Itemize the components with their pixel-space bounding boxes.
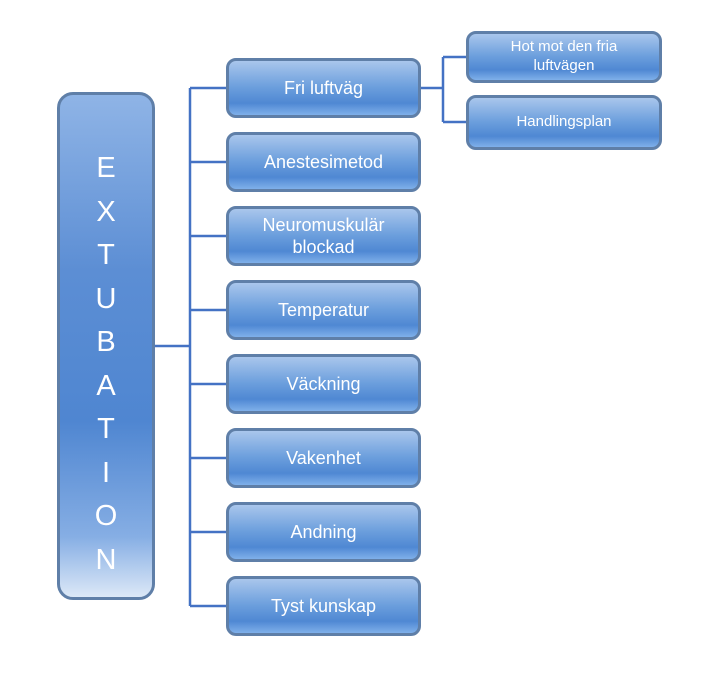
root-letter: T — [97, 413, 115, 445]
root-letter: B — [96, 326, 116, 358]
branch-label: Fri luftväg — [283, 77, 364, 98]
sub-branch-label: Handlingsplan — [516, 113, 612, 131]
branch-vakenhet: Vakenhet — [226, 428, 421, 488]
root-node-extubation: E X T U B A T I O N — [57, 92, 155, 600]
root-letter: T — [97, 239, 115, 271]
branch-label: Tyst kunskap — [270, 595, 377, 616]
branch-label: Temperatur — [277, 299, 370, 320]
root-letter: N — [95, 543, 117, 576]
root-letter: A — [96, 369, 116, 402]
root-letter: U — [95, 282, 117, 315]
branch-tyst-kunskap: Tyst kunskap — [226, 576, 421, 636]
branch-neuromuskular-blockad: Neuromuskulär blockad — [226, 206, 421, 266]
branch-anestesimetod: Anestesimetod — [226, 132, 421, 192]
branch-vackning: Väckning — [226, 354, 421, 414]
root-letter: I — [101, 456, 111, 489]
sub-branch-handlingsplan: Handlingsplan — [466, 95, 662, 150]
sub-branch-hot-mot-den-fria-luftvagen: Hot mot den fria luftvägen — [466, 31, 662, 83]
branch-fri-luftvag: Fri luftväg — [226, 58, 421, 118]
root-letter: O — [94, 500, 118, 532]
branch-label: Andning — [290, 521, 357, 542]
branch-label: Vakenhet — [286, 447, 361, 468]
branch-label: Anestesimetod — [263, 151, 384, 172]
sub-branch-label: Hot mot den fria luftvägen — [510, 38, 618, 74]
branch-label: Neuromuskulär blockad — [262, 214, 385, 258]
branch-label: Väckning — [286, 373, 361, 394]
branch-andning: Andning — [226, 502, 421, 562]
root-letter: X — [96, 195, 116, 228]
branch-temperatur: Temperatur — [226, 280, 421, 340]
root-letter: E — [96, 152, 116, 184]
